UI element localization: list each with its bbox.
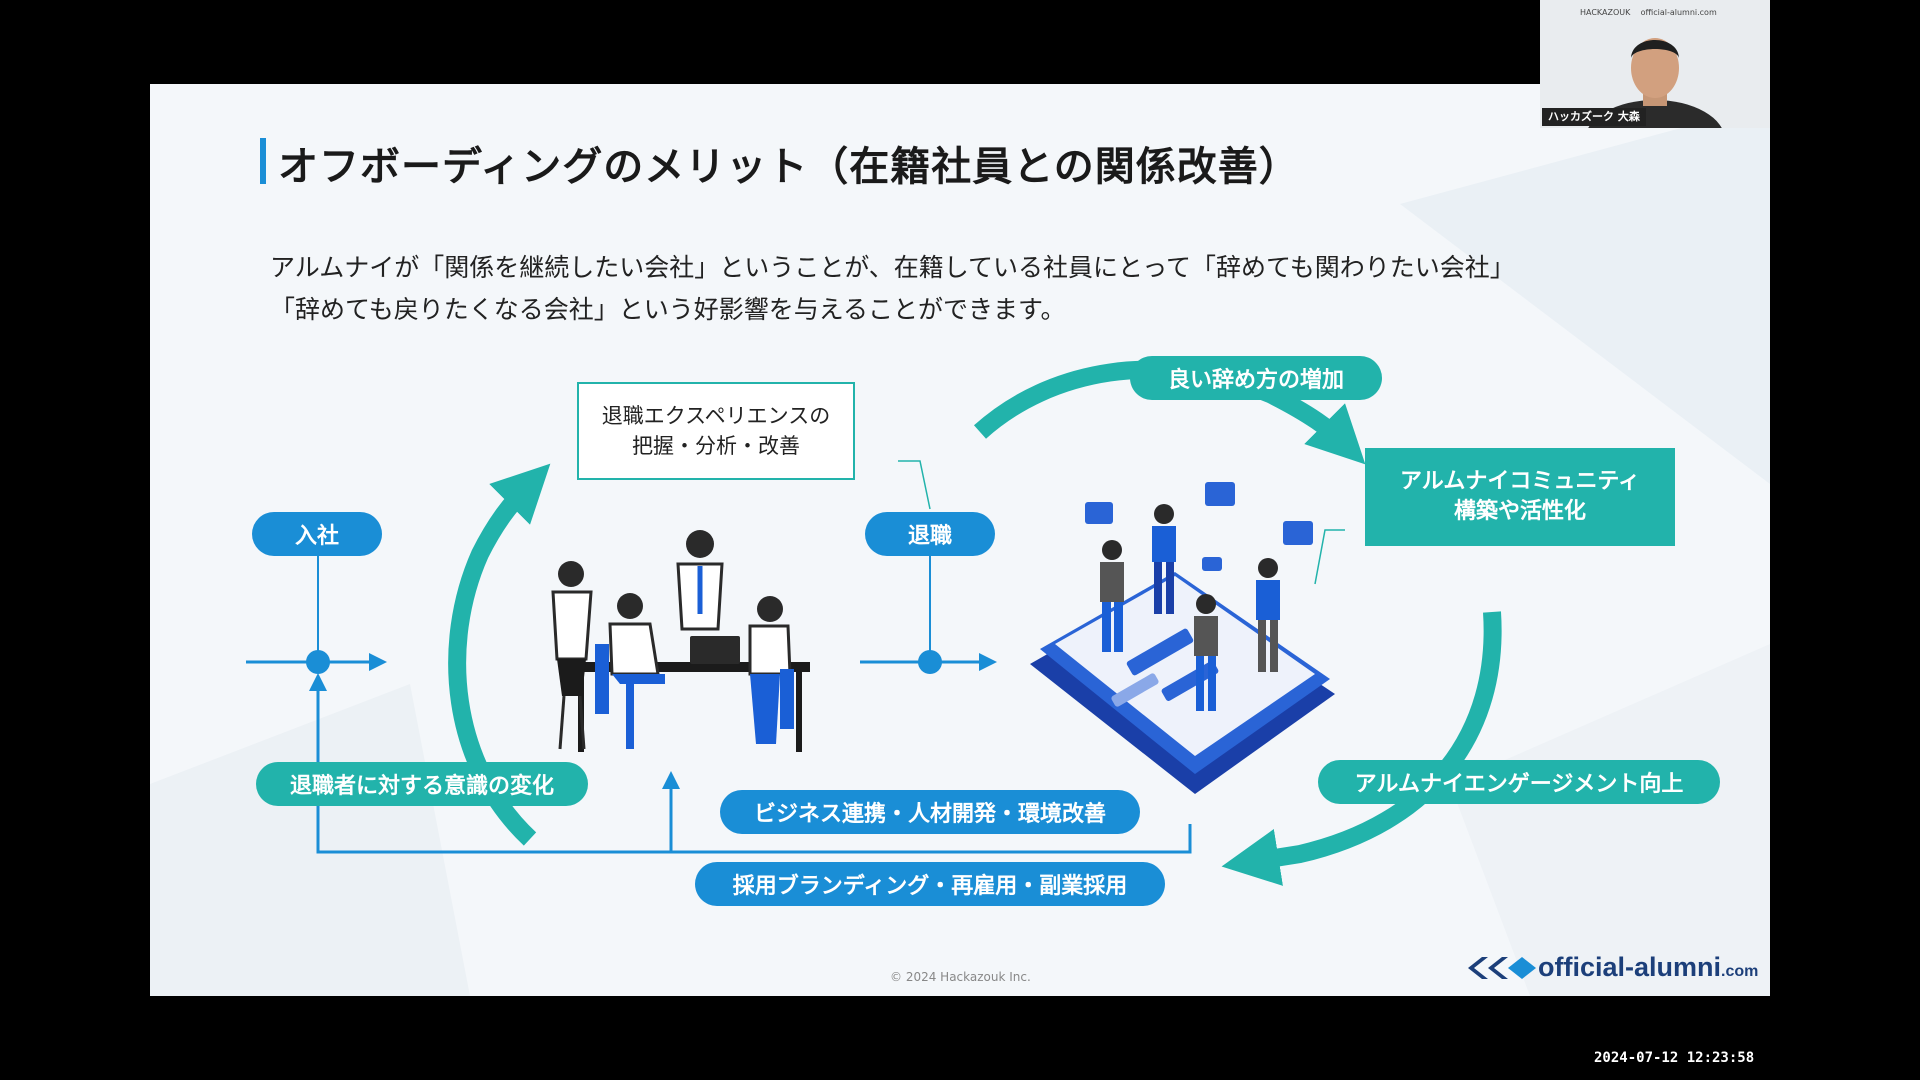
good-resignation-label: 良い辞め方の増加: [1130, 356, 1382, 400]
join-label: 入社: [252, 512, 382, 556]
slide-title: オフボーディングのメリット（在籍社員との関係改善）: [278, 144, 1300, 190]
exit-experience-line1: 退職エクスペリエンスの: [601, 404, 831, 428]
official-alumni-logo: official-alumni .com: [1460, 952, 1758, 983]
alumni-community-illustration: [1030, 482, 1335, 794]
chevron-logo-icon: [1468, 956, 1536, 979]
logo-text: official-alumni: [1538, 952, 1722, 982]
alumni-community-line2: 構築や活性化: [1453, 499, 1586, 524]
title-accent-bar: [260, 138, 266, 184]
description-line-2: 「辞めても戻りたくなる会社」という好影響を与えることができます。: [270, 295, 1066, 324]
exit-experience-line2: 把握・分析・改善: [632, 434, 800, 458]
alumni-community-box: アルムナイコミュニティ 構築や活性化: [1365, 448, 1675, 546]
business-collab-label: ビジネス連携・人材開発・環境改善: [720, 790, 1140, 834]
awareness-change-label: 退職者に対する意識の変化: [256, 762, 588, 806]
speaker-name-label: ハッカズーク 大森: [1542, 108, 1646, 126]
recruiting-branding-label: 採用ブランディング・再雇用・副業採用: [695, 862, 1165, 906]
office-team-illustration: [551, 530, 810, 752]
alumni-community-line1: アルムナイコミュニティ: [1399, 469, 1641, 494]
alumni-engagement-label: アルムナイエンゲージメント向上: [1318, 760, 1720, 804]
leave-label: 退職: [865, 512, 995, 556]
webcam-background-logos: HACKAZOUK official-alumni.com: [1580, 8, 1717, 17]
presentation-slide: オフボーディングのメリット（在籍社員との関係改善） アルムナイが「関係を継続した…: [150, 84, 1770, 996]
copyright: © 2024 Hackazouk Inc.: [890, 970, 1031, 984]
recording-timestamp: 2024-07-12 12:23:58: [1594, 1050, 1755, 1066]
logo-domain: .com: [1721, 962, 1759, 980]
leave-node: [918, 650, 942, 674]
description-line-1: アルムナイが「関係を継続したい会社」ということが、在籍している社員にとって「辞め…: [270, 253, 1515, 282]
exit-experience-box: 退職エクスペリエンスの 把握・分析・改善: [577, 382, 855, 480]
webcam-video-feed: HACKAZOUK official-alumni.com ハッカズーク 大森: [1540, 0, 1770, 128]
offboarding-cycle-diagram: [246, 360, 1502, 886]
join-node: [306, 650, 330, 674]
